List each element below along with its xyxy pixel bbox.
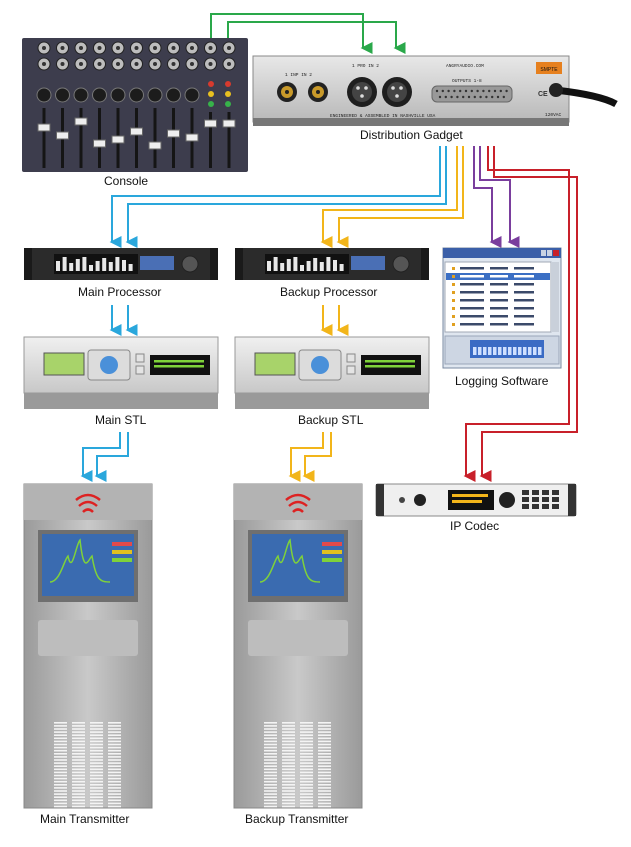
ce-mark: CE <box>538 91 548 98</box>
cable-blue-1 <box>109 146 441 248</box>
cable-yellow-2 <box>336 146 464 248</box>
label-backup-processor: Backup Processor <box>280 285 378 299</box>
cable-green-2 <box>227 21 406 54</box>
main-transmitter <box>23 483 153 809</box>
label-main-stl: Main STL <box>95 413 147 427</box>
label-logging-software: Logging Software <box>455 374 549 388</box>
gadget-inputs-right: 1 PRO IN 2 <box>352 63 379 69</box>
cable-purple-2 <box>479 146 520 248</box>
label-console: Console <box>104 174 149 188</box>
label-backup-transmitter: Backup Transmitter <box>245 812 349 826</box>
gadget-inputs-left: 1 INP IN 2 <box>285 72 312 78</box>
gadget-outputs: OUTPUTS 1-8 <box>452 78 482 84</box>
cable-red-1 <box>463 146 570 482</box>
gadget-voltage: 120VAC <box>545 112 562 118</box>
backup-processor <box>235 248 429 280</box>
cable-blue-6 <box>94 432 129 482</box>
cable-blue-2 <box>125 146 447 248</box>
cable-purple-1 <box>473 146 502 248</box>
cables <box>80 13 578 482</box>
logging-software-window <box>442 247 562 369</box>
distribution-gadget: SMPTE CE 1 INP IN 2 1 PRO IN 2 ANGRYAUDI… <box>252 55 618 126</box>
cable-blue-5 <box>80 432 121 482</box>
gadget-brand: ANGRYAUDIO.COM <box>446 63 484 69</box>
gadget-footer: ENGINEERED & ASSEMBLED IN NASHVILLE USA <box>330 113 436 119</box>
cable-green-1 <box>210 13 373 54</box>
ip-codec <box>375 483 577 517</box>
console <box>22 38 248 172</box>
label-main-processor: Main Processor <box>78 285 162 299</box>
cable-yellow-6 <box>302 432 332 482</box>
main-stl <box>23 336 219 409</box>
cable-red-2 <box>479 146 578 482</box>
label-main-transmitter: Main Transmitter <box>40 812 130 826</box>
backup-stl <box>234 336 430 409</box>
gadget-model: SMPTE <box>540 67 558 73</box>
backup-transmitter <box>233 483 363 809</box>
label-backup-stl: Backup STL <box>298 413 364 427</box>
cable-yellow-1 <box>320 146 458 248</box>
main-processor <box>24 248 218 280</box>
label-ip-codec: IP Codec <box>450 519 500 533</box>
label-distribution-gadget: Distribution Gadget <box>360 128 463 142</box>
cable-yellow-5 <box>288 432 324 482</box>
